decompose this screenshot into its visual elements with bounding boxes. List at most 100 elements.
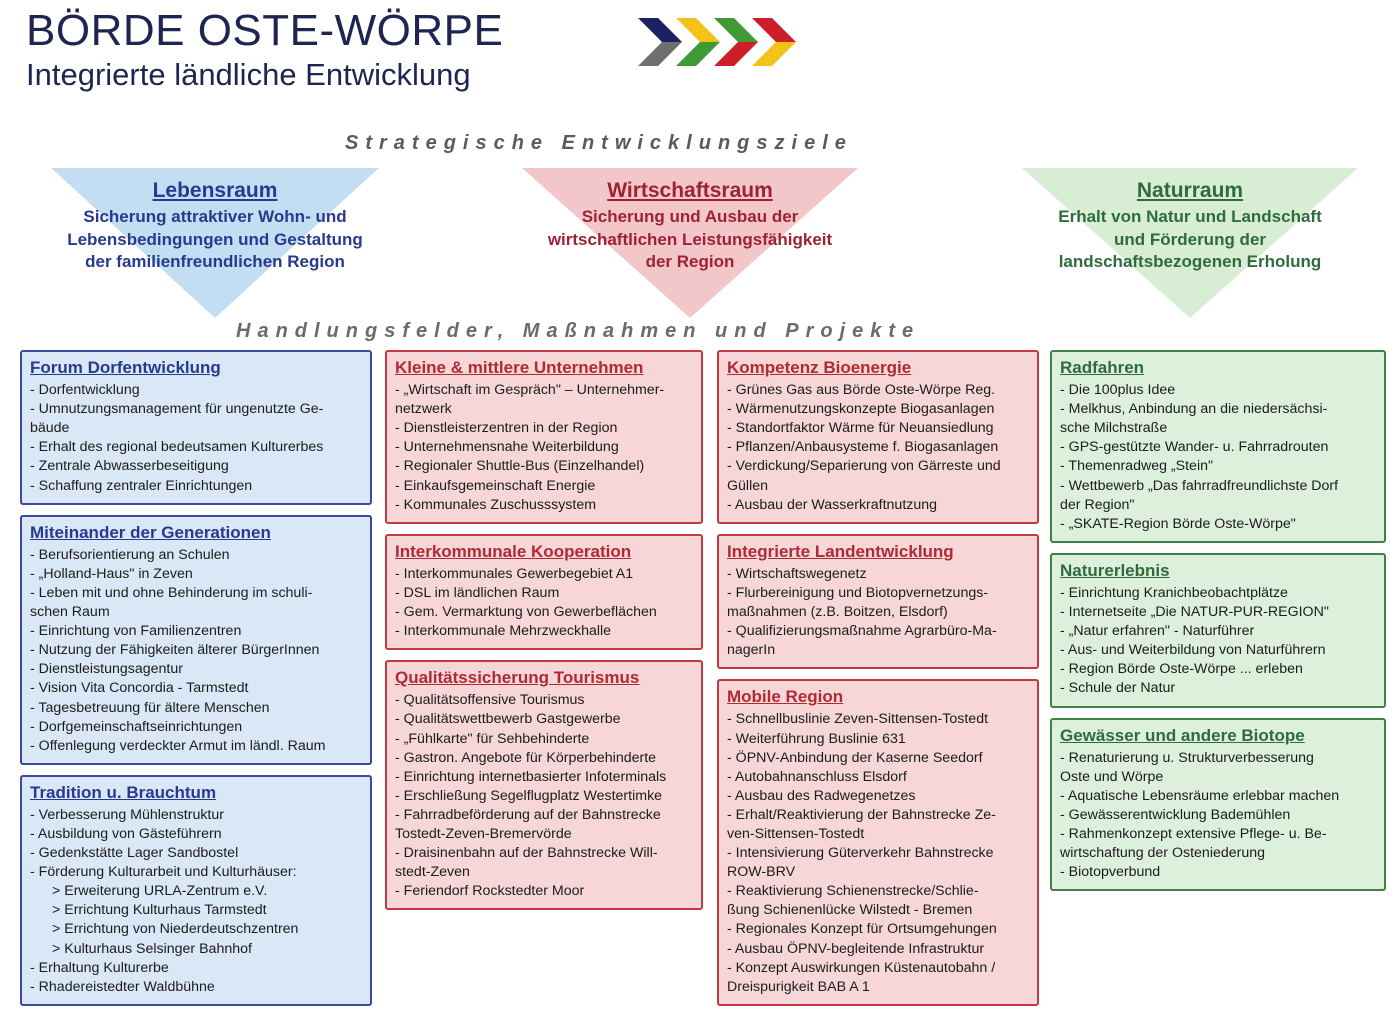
card-list-item: - Erschließung Segelflugplatz Westertimk… (395, 787, 663, 804)
card-list-item: - Ausbau der Wasserkraftnutzung (727, 496, 938, 513)
card-list-item: - Wirtschaftswegenetz (727, 565, 867, 582)
card-list-item: - Biotopverbund (1060, 864, 1161, 881)
action-field-card[interactable]: Kleine & mittlere Unternehmen - „Wirtscha… (385, 350, 703, 524)
card-list-item: > Errichtung von Niederdeutschzentren (52, 921, 299, 938)
card-list-item: - GPS-gestützte Wander- u. Fahrradrouten (1060, 439, 1329, 456)
goal-line: und Förderung der (1113, 229, 1267, 249)
card-list-item: - Vision Vita Concordia - Tarmstedt (30, 680, 249, 697)
card-list-item: > Kulturhaus Selsinger Bahnhof (52, 940, 252, 957)
card-list-item: - Gem. Vermarktung von Gewerbeflächen (395, 604, 657, 621)
action-field-card[interactable]: Forum Dorfentwicklung- Dorfentwicklung- … (20, 350, 372, 505)
action-field-card[interactable]: Mobile Region- Schnellbuslinie Zeven-Sit… (717, 679, 1039, 1006)
card-list-item: maßnahmen (z.B. Boitzen, Elsdorf) (727, 604, 948, 621)
card-list-item: - Ausbau des Radwegenetzes (727, 787, 916, 804)
card-list-item: - Leben mit und ohne Behinderung im schu… (30, 584, 313, 601)
card-item-list: - „Wirtschaft im Gespräch" – Unternehmer… (395, 381, 693, 515)
action-field-card[interactable]: Miteinander der Generationen - Berufsorie… (20, 514, 372, 765)
goal-line: Erhalt von Natur und Landschaft (1058, 207, 1322, 227)
card-item-list: - Grünes Gas aus Börde Oste-Wörpe Reg. - … (727, 381, 1029, 515)
card-list-item: - Themenradweg „Stein" (1060, 458, 1214, 475)
goal-title-lebensraum: Lebensraum (152, 179, 278, 202)
action-field-card[interactable]: Gewässer und andere Biotope - Renaturieru… (1050, 717, 1386, 892)
card-list-item: - Verbesserung Mühlenstruktur (30, 806, 224, 823)
action-field-card[interactable]: Naturerlebnis- Einrichtung Kranichbeobac… (1050, 552, 1386, 708)
card-list-item: - Dienstleisterzentren in der Region (395, 420, 618, 437)
card-list-item: - Gedenkstätte Lager Sandbostel (30, 845, 239, 862)
card-list-item: - Intensivierung Güterverkehr Bahnstreck… (727, 845, 994, 862)
goal-line: landschaftsbezogenen Erholung (1058, 252, 1322, 272)
card-list-item: Güllen (727, 477, 769, 494)
logo-title: BÖRDE OSTE-WÖRPE (26, 6, 504, 55)
card-list-item: - Qualifizierungsmaßnahme Agrarbüro-Ma- (727, 623, 997, 640)
card-item-list: - Berufsorientierung an Schulen- „Hollan… (30, 546, 362, 756)
action-field-card[interactable]: Kompetenz Bioenergie - Grünes Gas aus Bör… (717, 350, 1039, 524)
card-list-item: - Kommunales Zuschusssystem (395, 496, 597, 513)
goal-line: wirtschaftlichen Leistungsfähigkeit (547, 229, 833, 249)
card-list-item: - Aquatische Lebensräume erlebbar machen (1060, 787, 1340, 804)
card-item-list: - Verbesserung Mühlenstruktur- Ausbildun… (30, 806, 362, 997)
card-title: Radfahren (1060, 358, 1145, 377)
card-list-item: - Gewässerentwicklung Bademühlen (1060, 806, 1291, 823)
card-list-item: der Region" (1060, 496, 1135, 513)
card-list-item: - Berufsorientierung an Schulen (30, 546, 230, 563)
action-field-card[interactable]: Interkommunale Kooperation - Interkommuna… (385, 533, 703, 651)
goal-triangle-shape (522, 168, 858, 318)
action-field-card[interactable]: Integrierte Landentwicklung- Wirtschafts… (717, 533, 1039, 670)
card-title: Interkommunale Kooperation (395, 541, 632, 561)
card-title: Miteinander der Generationen (30, 522, 271, 542)
card-list-item: - Zentrale Abwasserbeseitigung (30, 458, 229, 475)
goal-line: der familienfreundlichen Region (85, 252, 345, 272)
action-field-card[interactable]: Radfahren- Die 100plus Idee- Melkhus, An… (1050, 350, 1386, 543)
card-list-item: - „Fühlkarte" für Sehbehinderte (395, 730, 590, 747)
section-caption-strategic-goals: Strategische Entwicklungsziele (345, 132, 853, 154)
goal-title-naturraum: Naturraum (1136, 179, 1244, 202)
card-list-item: stedt-Zeven (395, 864, 470, 881)
card-list-item: - Pflanzen/Anbausysteme f. Biogasanlagen (727, 439, 999, 456)
card-list-item: - Qualitätsoffensive Tourismus (395, 692, 585, 709)
card-list-item: > Errichtung Kulturhaus Tarmstedt (52, 902, 267, 919)
card-item-list: - Interkommunales Gewerbegebiet A1- DSL … (395, 565, 693, 641)
card-title: Qualitätssicherung Tourismus (395, 668, 640, 688)
card-list-item: - Offenlegung verdeckter Armut im ländl.… (30, 737, 326, 754)
action-field-card[interactable]: Qualitätssicherung Tourismus - Qualitätso… (385, 660, 703, 911)
card-list-item: - Dorfgemeinschaftseinrichtungen (30, 718, 243, 735)
card-list-item: - Autobahnanschluss Elsdorf (727, 768, 907, 785)
card-list-item: - Rahmenkonzept extensive Pflege- u. Be- (1060, 825, 1327, 842)
card-list-item: - Regionales Konzept für Ortsumgehungen (727, 921, 997, 938)
card-list-item: ven-Sittensen-Tostedt (727, 825, 865, 842)
card-title: Mobile Region (727, 687, 844, 707)
card-title: Gewässer und andere Biotope (1060, 725, 1305, 745)
goal-line: Sicherung und Ausbau der (581, 207, 799, 227)
card-list-item: sche Milchstraße (1060, 420, 1168, 437)
card-list-item: - Qualitätswettbewerb Gastgewerbe (395, 711, 621, 728)
section-caption-action-fields: Handlungsfelder, Maßnahmen und Projekte (236, 320, 921, 342)
card-list-item: - Ausbau ÖPNV-begleitende Infrastruktur (727, 940, 985, 957)
card-list-item: schen Raum (30, 604, 110, 621)
goal-line: Lebensbedingungen und Gestaltung (67, 229, 363, 249)
card-title: Kompetenz Bioenergie (727, 358, 912, 377)
card-list-item: - ÖPNV-Anbindung der Kaserne Seedorf (727, 749, 983, 766)
column-wirtschaft-a: Kleine & mittlere Unternehmen - „Wirtscha… (385, 350, 703, 920)
logo-chevron-arrows-icon (638, 16, 814, 68)
card-list-item: - Schule der Natur (1060, 680, 1176, 697)
card-list-item: Oste und Wörpe (1060, 768, 1164, 785)
goal-triangle-wirtschaftsraum: Wirtschaftsraum Sicherung und Ausbau der… (490, 168, 890, 318)
card-list-item: - Internetseite „Die NATUR-PUR-REGION" (1060, 604, 1329, 621)
card-title: Kleine & mittlere Unternehmen (395, 358, 644, 377)
card-list-item: - Grünes Gas aus Börde Oste-Wörpe Reg. (727, 382, 996, 399)
card-list-item: - Verdickung/Separierung von Gärreste un… (727, 458, 1001, 475)
card-item-list: - Qualitätsoffensive Tourismus - Qualität… (395, 691, 693, 901)
goal-line: der Region (645, 252, 735, 272)
card-list-item: Dreispurigkeit BAB A 1 (727, 978, 870, 995)
action-field-card[interactable]: Tradition u. Brauchtum - Verbesserung Müh… (20, 774, 372, 1006)
card-list-item: - Region Börde Oste-Wörpe ... erleben (1060, 661, 1303, 678)
goal-line: Sicherung attraktiver Wohn- und (83, 207, 347, 227)
card-list-item: - Rhadereistedter Waldbühne (30, 978, 215, 995)
goal-text-wirtschaftsraum: Sicherung und Ausbau der wirtschaftliche… (490, 206, 890, 273)
card-list-item: - Umnutzungsmanagement für ungenutzte Ge… (30, 401, 324, 418)
card-title: Tradition u. Brauchtum (30, 782, 217, 802)
card-item-list: - Wirtschaftswegenetz- Flurbereinigung u… (727, 565, 1029, 660)
card-item-list: - Dorfentwicklung- Umnutzungsmanagement … (30, 381, 362, 496)
card-list-item: - Die 100plus Idee (1060, 382, 1176, 399)
card-list-item: - Renaturierung u. Strukturverbesserung (1060, 749, 1314, 766)
